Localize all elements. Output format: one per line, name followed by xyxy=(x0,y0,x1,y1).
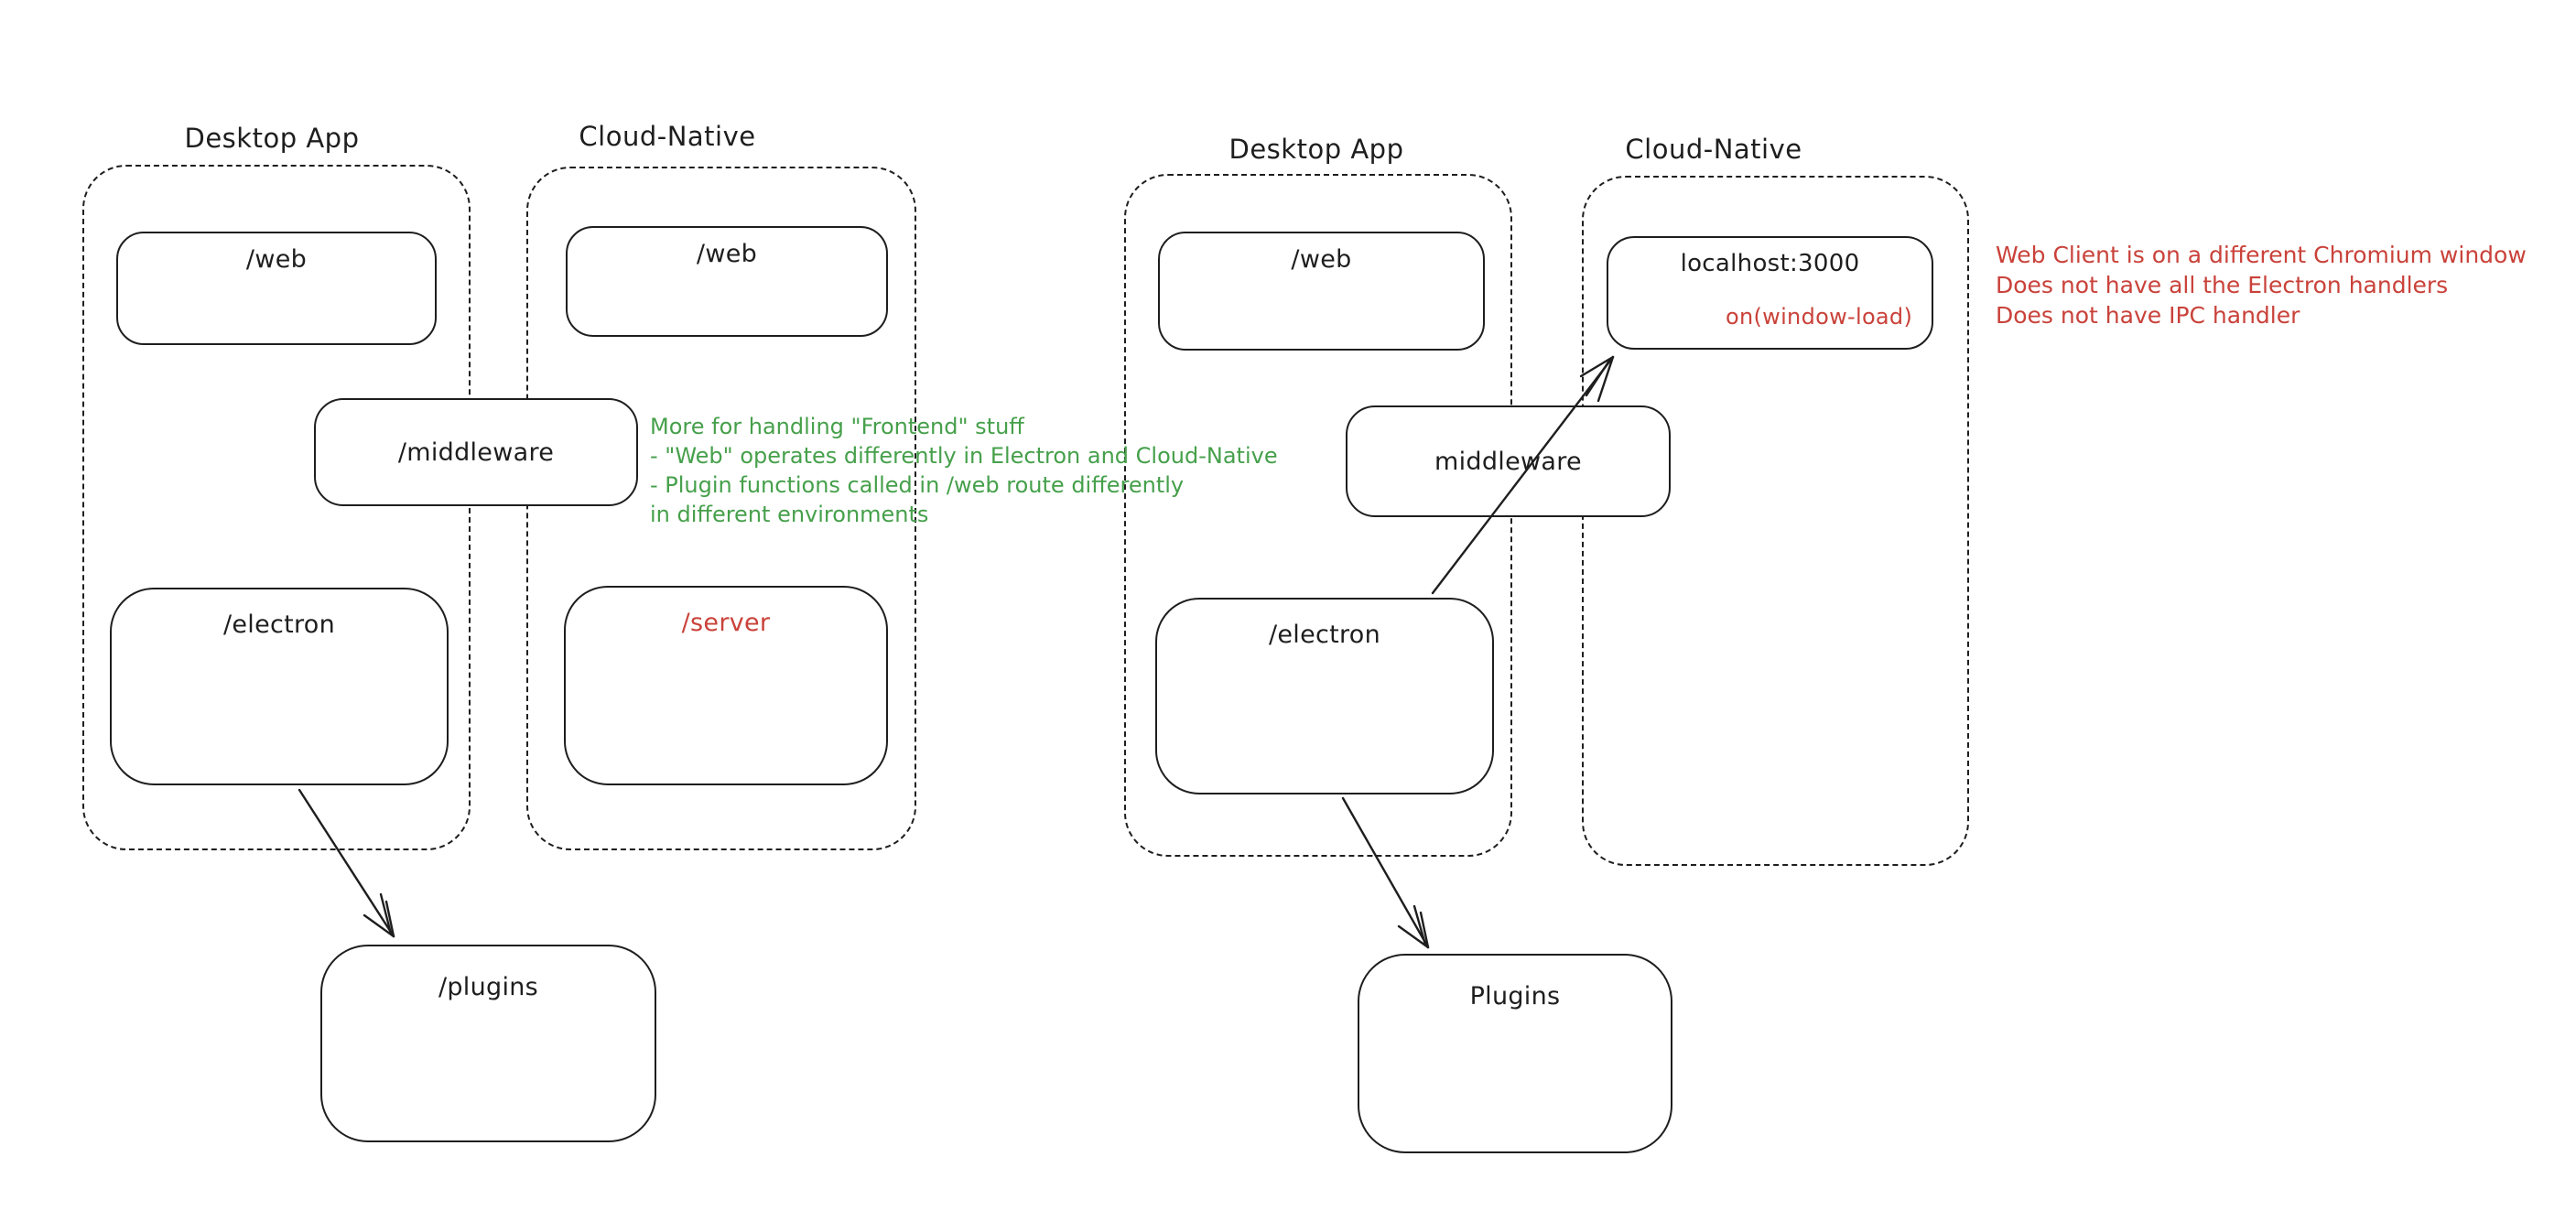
left-cloud-native-label: Cloud-Native xyxy=(579,121,756,152)
right-electron-label: /electron xyxy=(1268,621,1381,649)
green-annotation-line-4: in different environments xyxy=(650,502,929,527)
red-annotation[interactable]: Web Client is on a different Chromium wi… xyxy=(1996,240,2527,330)
right-desktop-web-label: /web xyxy=(1291,245,1352,274)
right-plugins-label: Plugins xyxy=(1469,982,1561,1010)
green-annotation[interactable]: More for handling "Frontend" stuff - "We… xyxy=(650,412,1278,529)
left-electron-label: /electron xyxy=(222,611,336,639)
left-cloud-native-container[interactable] xyxy=(526,167,916,850)
left-cloud-web-box[interactable]: /web xyxy=(566,226,888,337)
red-annotation-line-2: Does not have all the Electron handlers xyxy=(1996,272,2449,298)
left-cloud-web-label: /web xyxy=(696,240,758,268)
red-annotation-line-1: Web Client is on a different Chromium wi… xyxy=(1996,242,2527,268)
right-cloud-native-label: Cloud-Native xyxy=(1625,134,1802,165)
right-localhost-label: localhost:3000 xyxy=(1680,250,1860,277)
left-desktop-app-label: Desktop App xyxy=(184,123,360,154)
right-desktop-web-box[interactable]: /web xyxy=(1158,232,1485,351)
left-plugins-box[interactable]: /plugins xyxy=(320,945,656,1142)
left-server-label: /server xyxy=(681,609,771,637)
green-annotation-line-3: - Plugin functions called in /web route … xyxy=(650,472,1185,498)
right-middleware-label: middleware xyxy=(1434,447,1582,476)
on-window-load-label: on(window-load) xyxy=(1726,304,1913,330)
red-annotation-line-3: Does not have IPC handler xyxy=(1996,302,2300,329)
green-annotation-line-2: - "Web" operates differently in Electron… xyxy=(650,443,1278,469)
left-electron-box[interactable]: /electron xyxy=(110,588,449,785)
left-middleware-label: /middleware xyxy=(397,438,555,467)
left-desktop-web-box[interactable]: /web xyxy=(116,232,437,345)
right-desktop-app-label: Desktop App xyxy=(1228,134,1404,165)
right-electron-box[interactable]: /electron xyxy=(1155,598,1494,794)
right-middleware-box[interactable]: middleware xyxy=(1346,405,1671,517)
left-desktop-web-label: /web xyxy=(245,245,308,274)
left-middleware-box[interactable]: /middleware xyxy=(314,398,638,506)
left-plugins-label: /plugins xyxy=(438,973,539,1001)
left-desktop-app-container[interactable] xyxy=(82,165,471,850)
green-annotation-line-1: More for handling "Frontend" stuff xyxy=(650,414,1024,439)
right-plugins-box[interactable]: Plugins xyxy=(1358,954,1672,1153)
right-localhost-box[interactable]: localhost:3000 on(window-load) xyxy=(1607,236,1933,350)
left-server-box[interactable]: /server xyxy=(564,586,888,785)
